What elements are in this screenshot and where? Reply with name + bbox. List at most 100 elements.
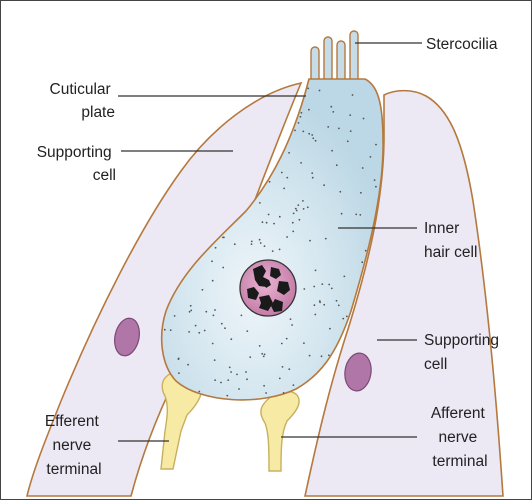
label-stereocilia: Stercocilia	[426, 36, 498, 53]
cytoplasm-granule	[205, 311, 207, 313]
cytoplasm-granule	[286, 338, 288, 340]
cytoplasm-granule	[286, 236, 288, 238]
cytoplasm-granule	[303, 208, 305, 210]
cytoplasm-granule	[346, 316, 348, 318]
cytoplasm-granule	[245, 371, 247, 373]
cytoplasm-granule	[204, 330, 206, 332]
cytoplasm-granule	[246, 330, 248, 332]
cytoplasm-granule	[361, 261, 363, 263]
cytoplasm-granule	[178, 358, 180, 360]
cytoplasm-granule	[249, 356, 251, 358]
cytoplasm-granule	[307, 206, 309, 208]
cytoplasm-granule	[263, 385, 265, 387]
cytoplasm-granule	[360, 192, 362, 194]
cytoplasm-granule	[308, 109, 310, 111]
cytoplasm-granule	[363, 118, 365, 120]
cytoplasm-granule	[222, 237, 224, 239]
cytoplasm-granule	[214, 359, 216, 361]
cytoplasm-granule	[295, 208, 297, 210]
cytoplasm-granule	[246, 378, 248, 380]
cytoplasm-granule	[349, 114, 351, 116]
cytoplasm-granule	[288, 152, 290, 154]
cytoplasm-granule	[238, 388, 240, 390]
cytoplasm-granule	[292, 231, 294, 233]
cytoplasm-granule	[279, 249, 281, 251]
cytoplasm-granule	[315, 270, 317, 272]
cytoplasm-granule	[195, 325, 197, 327]
afferent-nerve-terminal	[261, 391, 299, 471]
cytoplasm-granule	[365, 250, 367, 252]
cytoplasm-granule	[215, 247, 217, 249]
cytoplasm-granule	[314, 314, 316, 316]
cytoplasm-granule	[260, 242, 262, 244]
cytoplasm-granule	[331, 150, 333, 152]
cytoplasm-granule	[188, 331, 190, 333]
cytoplasm-granule	[347, 140, 349, 142]
cytoplasm-granule	[198, 332, 200, 334]
cytoplasm-granule	[279, 216, 281, 218]
cytoplasm-granule	[259, 239, 261, 241]
cytoplasm-granule	[236, 374, 238, 376]
cytoplasm-granule	[362, 167, 364, 169]
cytoplasm-granule	[293, 384, 295, 386]
cytoplasm-granule	[331, 288, 333, 290]
cytoplasm-granule	[198, 391, 200, 393]
cytoplasm-granule	[314, 304, 316, 306]
cytoplasm-granule	[338, 128, 340, 130]
cytoplasm-granule	[293, 213, 295, 215]
cytoplasm-granule	[283, 188, 285, 190]
cytoplasm-granule	[296, 210, 298, 212]
cytoplasm-granule	[269, 181, 271, 183]
cytoplasm-granule	[263, 356, 265, 358]
cytoplasm-granule	[323, 184, 325, 186]
cytoplasm-granule	[214, 379, 216, 381]
cytoplasm-granule	[262, 221, 264, 223]
cytoplasm-granule	[375, 144, 377, 146]
cytoplasm-granule	[283, 392, 285, 394]
cytoplasm-granule	[375, 186, 377, 188]
cytoplasm-granule	[359, 214, 361, 216]
cytoplasm-granule	[259, 345, 261, 347]
cytoplasm-granule	[230, 338, 232, 340]
cytoplasm-granule	[370, 156, 372, 158]
cytoplasm-granule	[300, 116, 302, 118]
cytoplasm-granule	[315, 140, 317, 142]
cytoplasm-granule	[312, 137, 314, 139]
label-afferent-nerve-terminal: Afferent nerve terminal	[431, 405, 489, 470]
cytoplasm-granule	[323, 304, 325, 306]
cytoplasm-granule	[301, 112, 303, 114]
cytoplasm-granule	[309, 240, 311, 242]
cytoplasm-granule	[332, 111, 334, 113]
cytoplasm-granule	[303, 288, 305, 290]
cytoplasm-granule	[339, 191, 341, 193]
cytoplasm-granule	[311, 134, 313, 136]
cytoplasm-granule	[178, 372, 180, 374]
cytoplasm-granule	[190, 310, 192, 312]
label-supporting-cell-left: Supporting cell	[37, 144, 116, 184]
cytoplasm-granule	[288, 368, 290, 370]
cytoplasm-granule	[273, 223, 275, 225]
cytoplasm-granule	[329, 328, 331, 330]
cytoplasm-granule	[212, 343, 214, 345]
cytoplasm-granule	[312, 177, 314, 179]
cytoplasm-granule	[302, 131, 304, 133]
cytoplasm-granule	[291, 324, 293, 326]
cytoplasm-granule	[292, 222, 294, 224]
cytoplasm-granule	[352, 94, 354, 96]
cytoplasm-granule	[343, 276, 345, 278]
label-efferent-nerve-terminal: Efferent nerve terminal	[45, 413, 103, 478]
cytoplasm-granule	[212, 280, 214, 282]
cytoplasm-granule	[336, 164, 338, 166]
cytoplasm-granule	[266, 222, 268, 224]
cytoplasm-granule	[309, 355, 311, 357]
hair-cell-nucleus	[240, 260, 296, 316]
cytoplasm-granule	[222, 267, 224, 269]
cytoplasm-granule	[230, 371, 232, 373]
cytoplasm-granule	[281, 172, 283, 174]
cytoplasm-granule	[265, 392, 267, 394]
cytoplasm-granule	[286, 177, 288, 179]
cytoplasm-granule	[298, 122, 300, 124]
cytoplasm-granule	[189, 311, 191, 313]
cytoplasm-granule	[325, 238, 327, 240]
cytoplasm-granule	[321, 355, 323, 357]
